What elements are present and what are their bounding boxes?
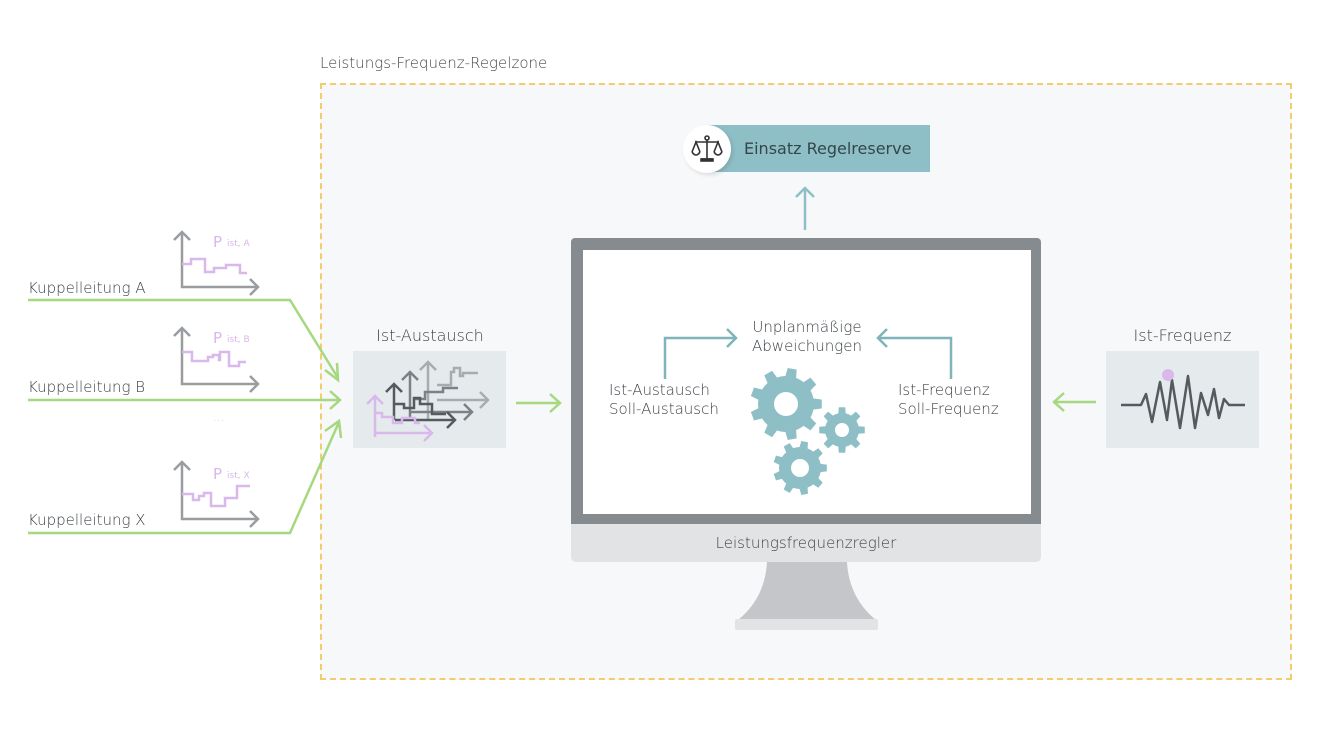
- gear-small: [819, 407, 865, 453]
- tie-line-a: [28, 298, 340, 383]
- frequency-panel: [1106, 351, 1259, 448]
- exchange-input-target: Soll-Austausch: [609, 400, 719, 418]
- deviation-title-line1: Unplanmäßige: [752, 318, 862, 336]
- tie-chart-b-subscript: ist, B: [227, 335, 250, 345]
- monitor-stand: [738, 562, 876, 620]
- frequency-box-label: Ist-Frequenz: [1133, 326, 1232, 345]
- monitor-base: [735, 619, 878, 630]
- tie-chart-a-label: P: [213, 233, 222, 251]
- tie-chart-b: [173, 326, 260, 393]
- gears-icon: [750, 368, 865, 495]
- tie-chart-a: [173, 230, 260, 296]
- deviation-title: Unplanmäßige Abweichungen: [740, 318, 874, 356]
- exchange-deviation-arrow: [663, 328, 738, 379]
- frequency-input-target: Soll-Frequenz: [898, 400, 999, 418]
- tie-line-label-x: Kuppelleitung X: [28, 511, 146, 529]
- tie-chart-a-subscript: ist, A: [227, 239, 250, 249]
- gear-large: [750, 368, 822, 440]
- frequency-input-actual: Ist-Frequenz: [898, 381, 990, 399]
- tie-chart-b-label: P: [213, 329, 222, 347]
- monitor-chin: [571, 524, 1041, 562]
- frequency-deviation-arrow: [876, 328, 953, 379]
- zone-title: Leistungs-Frequenz-Regelzone: [320, 54, 548, 72]
- frequency-inputs: Ist-Frequenz Soll-Frequenz: [898, 381, 999, 419]
- frequency-wave-icon: [1121, 369, 1245, 430]
- reserve-output-box: [706, 125, 930, 172]
- exchange-inputs: Ist-Austausch Soll-Austausch: [609, 381, 719, 419]
- tie-line-label-a: Kuppelleitung A: [28, 279, 146, 297]
- reserve-output-label: Einsatz Regelreserve: [744, 139, 912, 158]
- tie-line-label-b: Kuppelleitung B: [28, 378, 146, 396]
- tie-chart-x-label: P: [213, 465, 222, 483]
- ellipsis: ...: [213, 410, 225, 424]
- exchange-box-label: Ist-Austausch: [376, 326, 484, 345]
- frequency-marker: [1162, 369, 1174, 381]
- exchange-to-controller-arrow: [516, 393, 562, 413]
- exchange-chart-icon: [366, 360, 490, 442]
- controller-to-reserve-arrow: [795, 186, 815, 230]
- tie-line-x: [28, 418, 343, 535]
- frequency-to-controller-arrow: [1052, 392, 1096, 412]
- tie-line-b: [28, 390, 342, 410]
- tie-chart-x-subscript: ist, X: [227, 471, 250, 481]
- exchange-input-actual: Ist-Austausch: [609, 381, 710, 399]
- deviation-title-line2: Abweichungen: [752, 337, 862, 355]
- tie-chart-x: [173, 460, 260, 528]
- gear-medium: [773, 441, 827, 495]
- scales-icon: [691, 135, 723, 162]
- controller-label: Leistungsfrequenzregler: [715, 534, 897, 552]
